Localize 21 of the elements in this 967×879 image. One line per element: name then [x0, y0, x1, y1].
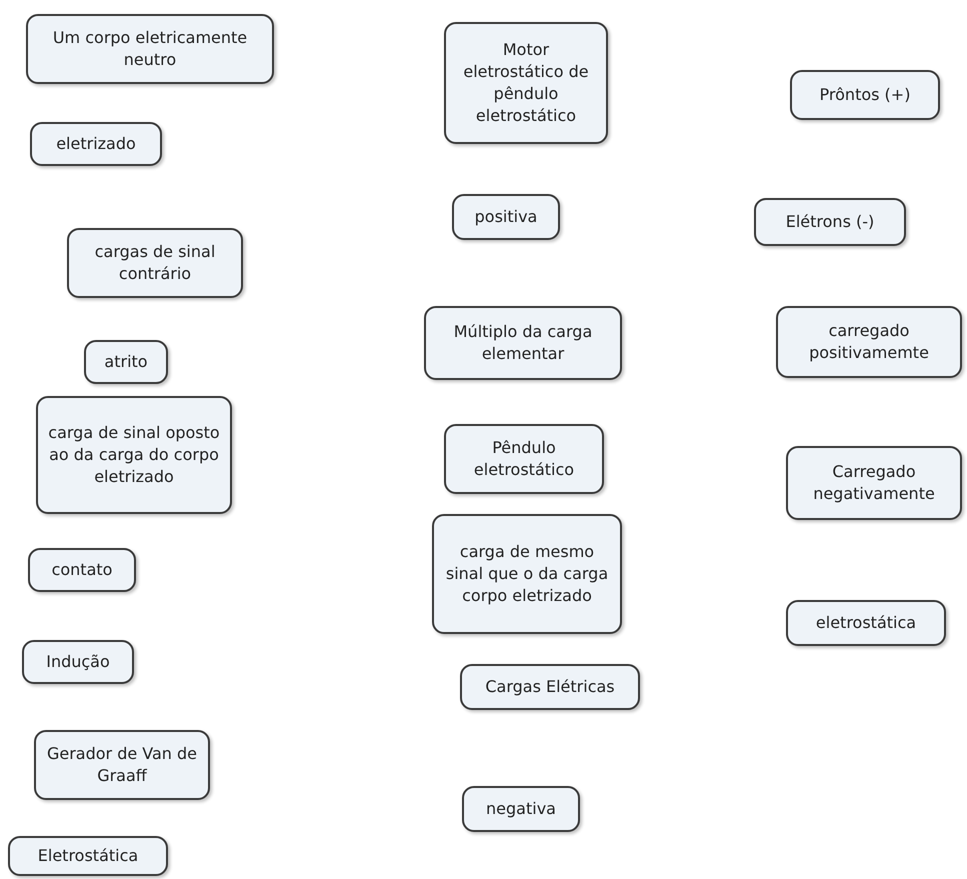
concept-box: carga de sinal oposto ao da carga do corpo eletrizado — [36, 396, 232, 514]
concept-box: positiva — [452, 194, 560, 240]
concept-box: Eletrostática — [8, 836, 168, 876]
concept-box: atrito — [84, 340, 168, 384]
concept-box: Cargas Elétricas — [460, 664, 640, 710]
concept-box: Elétrons (-) — [754, 198, 906, 246]
concept-box: Gerador de Van de Graaff — [34, 730, 210, 800]
concept-box: Prôntos (+) — [790, 70, 940, 120]
concept-box: carga de mesmo sinal que o da carga corpo eletrizado — [432, 514, 622, 634]
concept-box: Motor eletrostático de pêndulo eletrostático — [444, 22, 608, 144]
concept-box: Múltiplo da carga elementar — [424, 306, 622, 380]
concept-box: Um corpo eletricamente neutro — [26, 14, 274, 84]
concept-box: Pêndulo eletrostático — [444, 424, 604, 494]
concept-box: Carregado negativamente — [786, 446, 962, 520]
concept-box: carregado positivamemte — [776, 306, 962, 378]
concept-box: contato — [28, 548, 136, 592]
concept-box: cargas de sinal contrário — [67, 228, 243, 298]
concept-box: eletrizado — [30, 122, 162, 166]
concept-box: Indução — [22, 640, 134, 684]
concept-box: negativa — [462, 786, 580, 832]
concept-box: eletrostática — [786, 600, 946, 646]
